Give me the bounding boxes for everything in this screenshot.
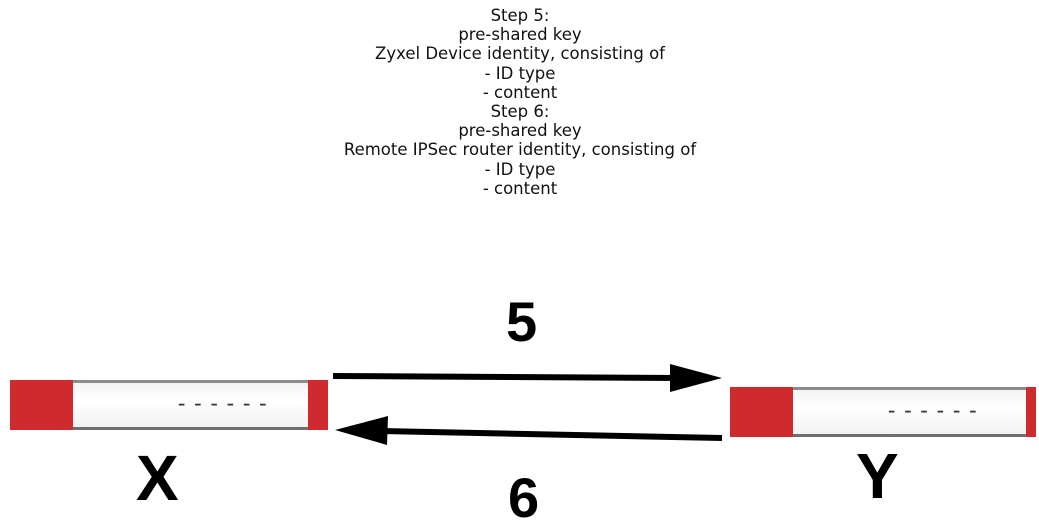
device-x-front: ------: [73, 380, 308, 430]
step-6-content: - content: [482, 178, 558, 198]
device-y-port-leds: ------: [885, 398, 983, 424]
device-x: ------: [10, 380, 328, 430]
device-y-left-panel: [730, 387, 793, 437]
device-x-port-leds: ------: [175, 391, 273, 417]
step-5-identity: Zyxel Device identity, consisting of: [375, 44, 665, 64]
step-6-identity: Remote IPSec router identity, consisting…: [343, 140, 697, 160]
device-x-right-panel: [308, 380, 328, 430]
device-y: ------: [730, 387, 1036, 437]
step-6-psk: pre-shared key: [458, 121, 582, 141]
step-6-heading: Step 6:: [490, 102, 550, 122]
device-y-label: Y: [856, 440, 899, 512]
step-5-psk: pre-shared key: [458, 25, 582, 45]
step-description: Step 5: pre-shared key Zyxel Device iden…: [220, 6, 820, 198]
step-5-content: - content: [482, 82, 558, 102]
forward-arrow-shaft: [332, 373, 681, 381]
device-y-front: ------: [793, 387, 1026, 437]
backward-arrow: [335, 416, 723, 445]
step-5-heading: Step 5:: [490, 6, 550, 25]
backward-arrow-head: [335, 416, 388, 445]
device-x-label: X: [136, 442, 179, 514]
device-y-right-panel: [1026, 387, 1036, 437]
forward-arrow: [332, 364, 722, 392]
device-x-left-panel: [10, 380, 73, 430]
step-6-id-type: - ID type: [484, 159, 556, 179]
backward-arrow-shaft: [377, 428, 723, 441]
forward-arrow-head: [670, 364, 722, 392]
backward-step-number: 6: [508, 466, 540, 529]
step-5-id-type: - ID type: [484, 63, 556, 83]
forward-step-number: 5: [506, 290, 538, 353]
